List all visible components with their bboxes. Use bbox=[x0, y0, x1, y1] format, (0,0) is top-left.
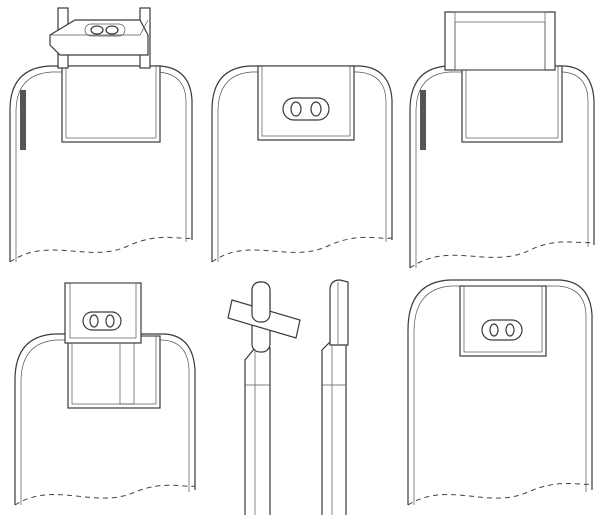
view-5-side-views bbox=[227, 279, 349, 515]
view-3-block-raised bbox=[409, 11, 595, 269]
view-1-popup-camera-raised bbox=[9, 7, 193, 263]
view-2-camera-flush bbox=[211, 65, 393, 263]
view-6-front-flush bbox=[407, 279, 593, 506]
view-4-module-partial bbox=[14, 282, 196, 506]
